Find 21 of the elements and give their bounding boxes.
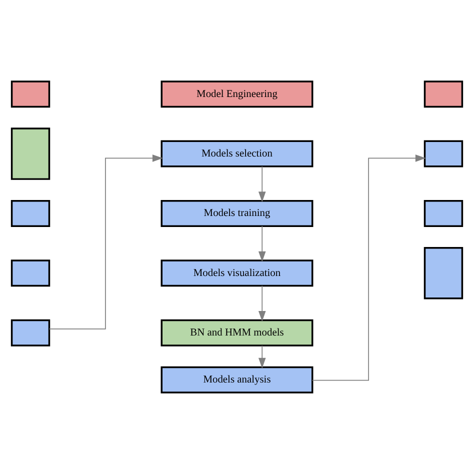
node-box — [424, 140, 464, 168]
node-box — [424, 247, 464, 300]
node-box — [424, 80, 464, 108]
arrow — [258, 285, 266, 322]
arrow — [258, 345, 266, 368]
arrow — [312, 154, 426, 381]
node-box — [10, 80, 50, 108]
node-box: Models visualization — [160, 260, 314, 287]
node-box: Model Engineering — [160, 80, 314, 108]
node-box: Models analysis — [160, 366, 314, 394]
node-box: Models selection — [160, 140, 314, 168]
arrow — [258, 166, 266, 202]
arrow — [258, 226, 266, 262]
node-box — [10, 128, 50, 180]
node-box — [424, 200, 464, 227]
node-box: Models training — [160, 200, 314, 227]
node-box — [10, 260, 50, 287]
node-box: BN and HMM models — [160, 319, 314, 346]
node-box — [10, 200, 50, 227]
node-box — [10, 319, 50, 346]
arrow — [48, 154, 163, 330]
